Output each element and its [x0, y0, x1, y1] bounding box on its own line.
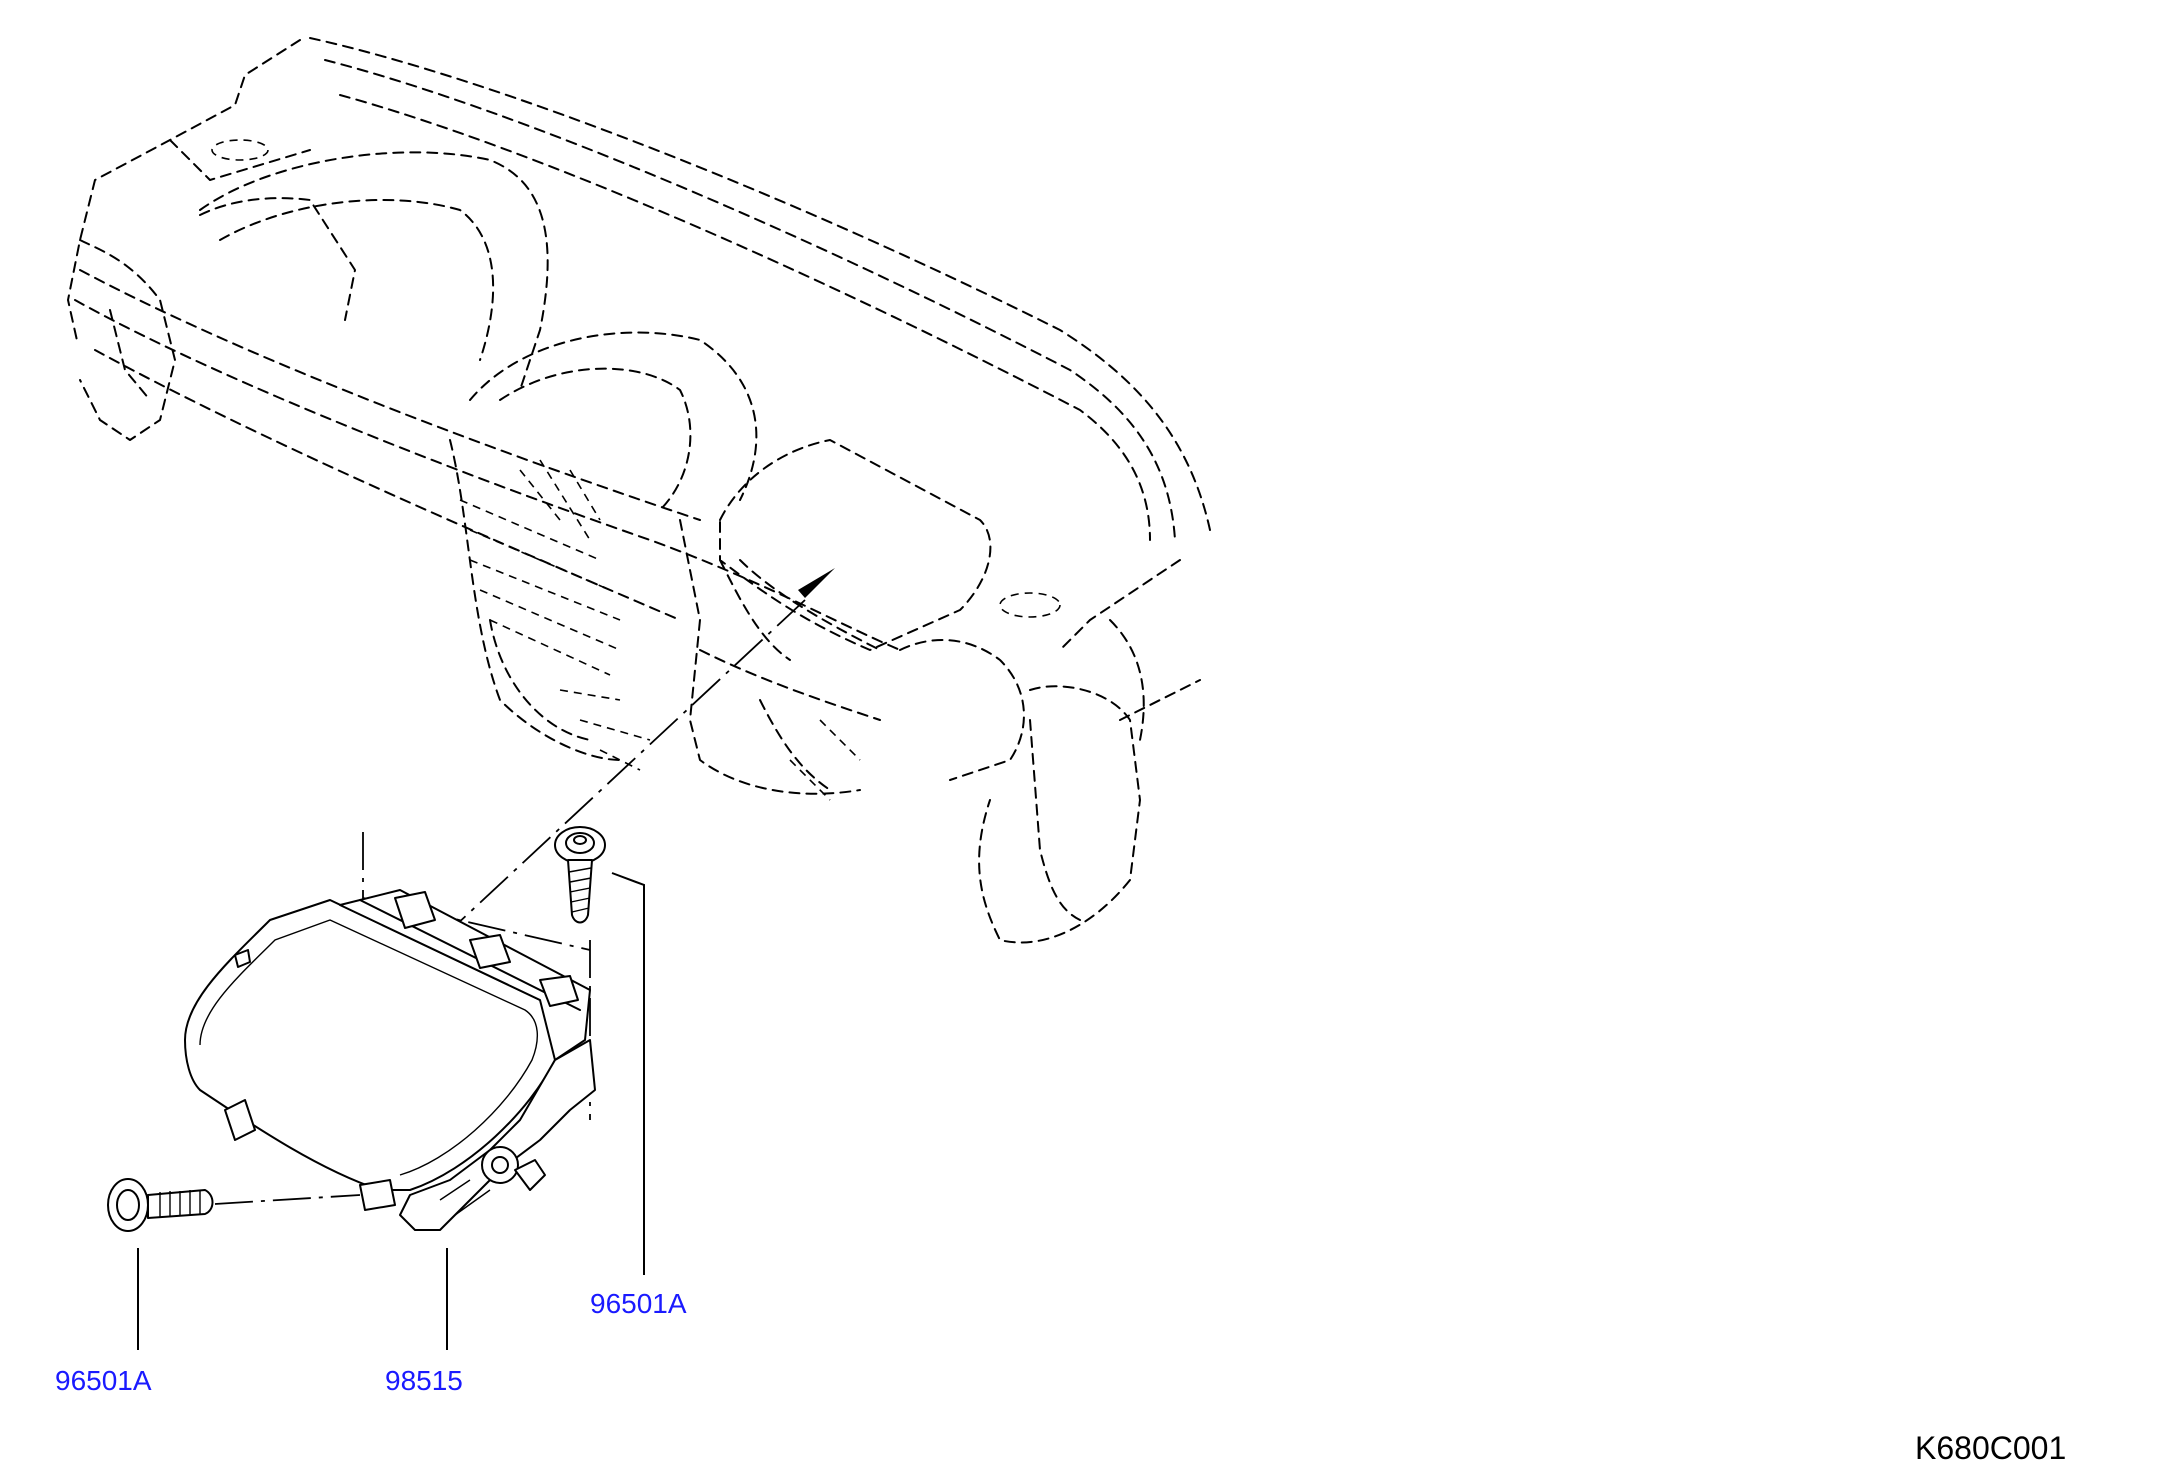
instrument-panel-outline	[67, 37, 1211, 944]
figure-code: K680C001	[1915, 1430, 2067, 1466]
callout-bolt-lower[interactable]: 96501A	[55, 1365, 152, 1396]
leader-lines	[137, 872, 645, 1350]
bolt-upper	[554, 826, 606, 924]
passenger-airbag-module	[184, 889, 596, 1231]
bolt-lower	[107, 1178, 361, 1232]
callout-bolt-upper[interactable]: 96501A	[590, 1288, 687, 1319]
callout-airbag-module[interactable]: 98515	[385, 1365, 463, 1396]
mounting-reference-line	[362, 832, 591, 951]
direction-arrow-icon	[798, 568, 835, 598]
